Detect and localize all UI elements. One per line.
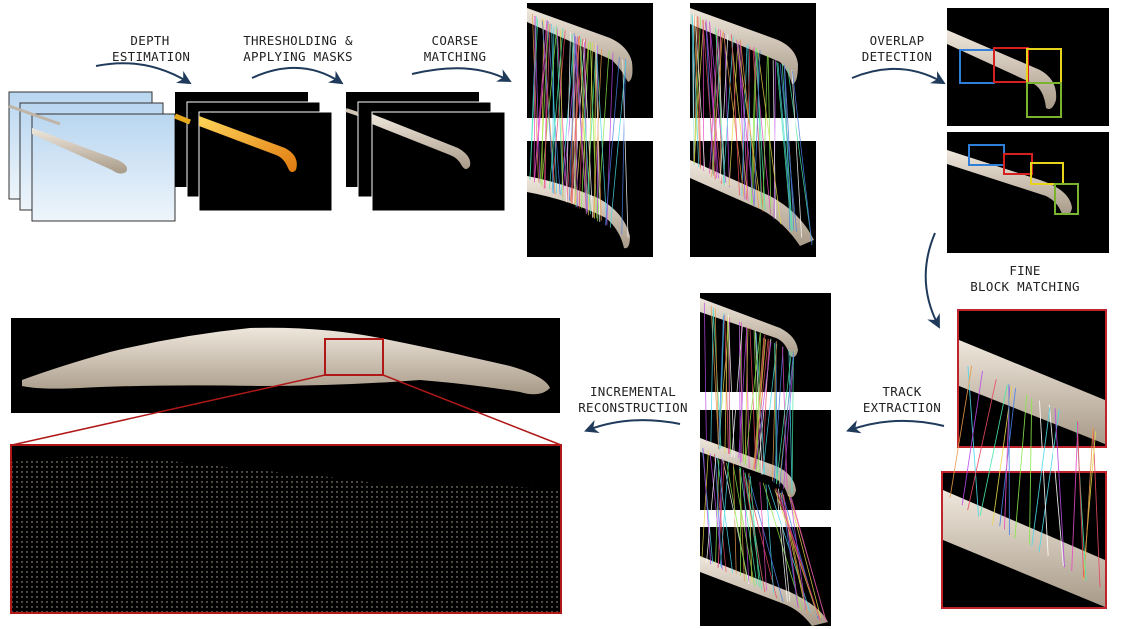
track-extraction-panels (700, 293, 831, 626)
label-incremental-reconstruction: INCREMENTAL RECONSTRUCTION (570, 384, 696, 416)
label-coarse-matching: COARSE MATCHING (420, 33, 490, 65)
label-thresholding: THRESHOLDING & APPLYING MASKS (230, 33, 366, 65)
coarse-matching-panels (527, 3, 816, 257)
match-line (1009, 384, 1010, 535)
label-fine-block-matching: FINE BLOCK MATCHING (966, 263, 1084, 295)
label-depth-estimation: DEPTH ESTIMATION (112, 33, 188, 65)
arrow-threshold (252, 68, 340, 82)
point-cloud-closeup (11, 445, 561, 613)
label-track-extraction: TRACK EXTRACTION (858, 384, 946, 416)
arrow-track (850, 421, 944, 430)
label-overlap-detection: OVERLAP DETECTION (857, 33, 937, 65)
reconstruction-overview (11, 318, 560, 413)
arrow-reconstruct (588, 420, 680, 430)
masked-images-stack (346, 92, 505, 211)
arrow-overlap (852, 69, 942, 82)
input-images-stack (9, 92, 175, 221)
overlap-detection-panels (947, 8, 1109, 253)
fine-block-matching-panels (942, 310, 1106, 608)
arrow-depth (96, 63, 188, 82)
arrow-coarse (412, 68, 508, 80)
depth-maps-stack (175, 92, 332, 211)
arrow-fine (926, 233, 938, 325)
